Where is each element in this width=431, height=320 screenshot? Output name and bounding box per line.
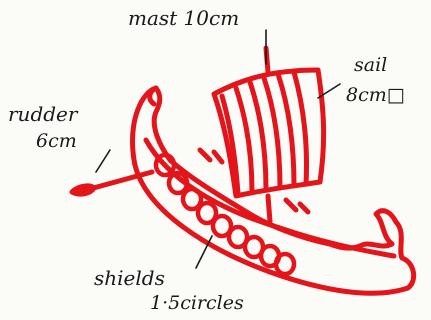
oar xyxy=(300,204,308,212)
oar xyxy=(214,152,222,162)
rudder-size-label: 6cm xyxy=(36,132,77,151)
mast xyxy=(268,196,270,222)
shield xyxy=(276,254,294,274)
sail-label: sail xyxy=(354,56,387,75)
sail-size-label: 8cm□ xyxy=(346,86,405,105)
mast-label: mast 10cm xyxy=(128,8,239,28)
stern-curl xyxy=(150,88,156,104)
sail-stripe xyxy=(222,96,238,194)
rudder-label: rudder xyxy=(8,104,77,124)
rudder-pointer xyxy=(96,150,110,172)
oar xyxy=(286,200,296,210)
shields-label: shields xyxy=(94,268,165,288)
oar xyxy=(200,150,210,160)
shields-size-label: 1·5circles xyxy=(150,294,244,313)
rudder xyxy=(72,186,94,194)
